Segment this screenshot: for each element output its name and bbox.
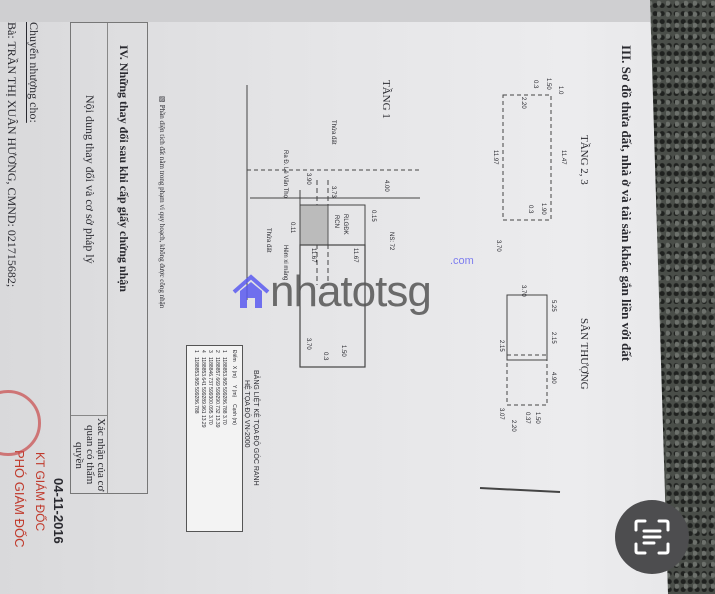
dim: 1.50 bbox=[340, 345, 346, 357]
dim: 2.15 bbox=[550, 332, 556, 344]
dim: 1.0 bbox=[557, 86, 563, 95]
floor1-body bbox=[299, 244, 366, 368]
dim: 3.90 bbox=[305, 173, 311, 185]
rooftop-label: SÂN THƯỢNG bbox=[578, 318, 590, 390]
neighbor-top: Thửa đất bbox=[330, 120, 336, 145]
table-row: 2 1188857.669 599290.732 13.39 bbox=[214, 350, 220, 428]
scale-bar bbox=[479, 487, 561, 493]
text-scan-button[interactable] bbox=[615, 500, 689, 574]
transfer-to: Bà: TRẦN THỊ XUÂN HƯƠNG, CMND: 021715682… bbox=[5, 22, 19, 288]
rcn-label: RCN bbox=[333, 215, 339, 228]
dim: 3.70 bbox=[520, 285, 526, 297]
dim: 1.50 bbox=[534, 412, 540, 424]
legend-note: ▨ Phần diện tích đất nằm trong phạm vi q… bbox=[158, 95, 166, 309]
alley-label: Hẻm xi măng bbox=[282, 245, 288, 281]
dim: 0.3 bbox=[322, 352, 328, 361]
dim: 11.47 bbox=[560, 150, 566, 165]
setback-hatch bbox=[299, 204, 329, 246]
floor1-label: TẦNG 1 bbox=[380, 80, 392, 119]
dim: 3.73 bbox=[330, 186, 336, 198]
dim: 0.3 bbox=[527, 205, 533, 214]
dim: 2.20 bbox=[510, 420, 516, 432]
dim: 0.37 bbox=[524, 412, 530, 424]
watermark-text: nhatotsg bbox=[270, 267, 432, 316]
change-content-header: Nội dung thay đổi và cơ sở pháp lý bbox=[83, 95, 97, 264]
floor23-label: TẦNG 2, 3 bbox=[578, 135, 590, 185]
dim: 4.00 bbox=[383, 180, 389, 192]
signer-title: KT GIÁM ĐỐC bbox=[33, 452, 47, 532]
dim: 3.70 bbox=[495, 240, 501, 252]
confirm-date: 04-11-2016 bbox=[51, 478, 66, 544]
text-scan-icon bbox=[634, 519, 670, 555]
dim: 11.67 bbox=[352, 248, 358, 263]
dim: 5.25 bbox=[550, 300, 556, 312]
dim: 0.15 bbox=[370, 210, 376, 222]
table-header: Điểm X (m) Y (m) Cạnh (m) bbox=[231, 350, 237, 425]
signer-role: PHÓ GIÁM ĐỐC bbox=[12, 450, 27, 548]
road-label: Ra Đ. Lê Văn Thọ bbox=[282, 150, 288, 198]
rooftop-outline bbox=[506, 294, 548, 361]
table-row: 1 1188853.865 599286.788 3.70 bbox=[221, 350, 227, 425]
neighbor-left: Thửa đất bbox=[265, 228, 271, 253]
house-icon bbox=[232, 274, 270, 308]
floor23-outline bbox=[502, 94, 552, 221]
dim: 4.90 bbox=[550, 372, 556, 384]
coord-table-title: BẢNG LIỆT KÊ TỌA ĐỘ GÓC RANH bbox=[252, 370, 259, 486]
dim: 11.67 bbox=[310, 248, 316, 263]
dim: 0.11 bbox=[289, 222, 295, 234]
page-edge bbox=[0, 0, 650, 22]
section3-title: III. Sơ đồ thửa đất, nhà ở và tài sản kh… bbox=[619, 45, 634, 362]
authority-confirm-header: Xác nhận của cơ quan có thẩm quyền bbox=[73, 418, 107, 492]
dim: 0.3 bbox=[532, 80, 538, 89]
table-row: 1 1188853.865 599286.788 bbox=[193, 350, 199, 414]
rlgdk-label: RLGĐK bbox=[342, 214, 348, 235]
dim: 3.70 bbox=[305, 338, 311, 350]
dim: 1.50 bbox=[545, 78, 551, 90]
watermark-suffix: .com bbox=[450, 255, 474, 267]
rooftop-stair bbox=[506, 354, 548, 406]
transfer-label: Chuyển nhượng cho: bbox=[27, 22, 41, 123]
section4-title: IV. Những thay đổi sau khi cấp giấy chứn… bbox=[117, 45, 131, 292]
dim: 1.90 bbox=[540, 203, 546, 215]
coord-table-subtitle: HỆ TỌA ĐỘ VN-2000 bbox=[243, 380, 250, 448]
dim: 2.15 bbox=[498, 340, 504, 352]
table-row: 4 1188853.641 599289.961 13.29 bbox=[200, 350, 206, 428]
neighbor-right: NS: 72 bbox=[388, 232, 394, 251]
dim: 3.07 bbox=[498, 408, 504, 420]
dim: 11.97 bbox=[492, 150, 498, 165]
coord-table: Điểm X (m) Y (m) Cạnh (m) 1 1188853.865 … bbox=[186, 345, 243, 532]
changes-table bbox=[70, 22, 148, 494]
watermark: nhatotsg .com bbox=[232, 256, 474, 316]
table-row: 3 1188846.737 599300.095 3.70 bbox=[207, 350, 213, 425]
dim: 2.20 bbox=[520, 97, 526, 109]
